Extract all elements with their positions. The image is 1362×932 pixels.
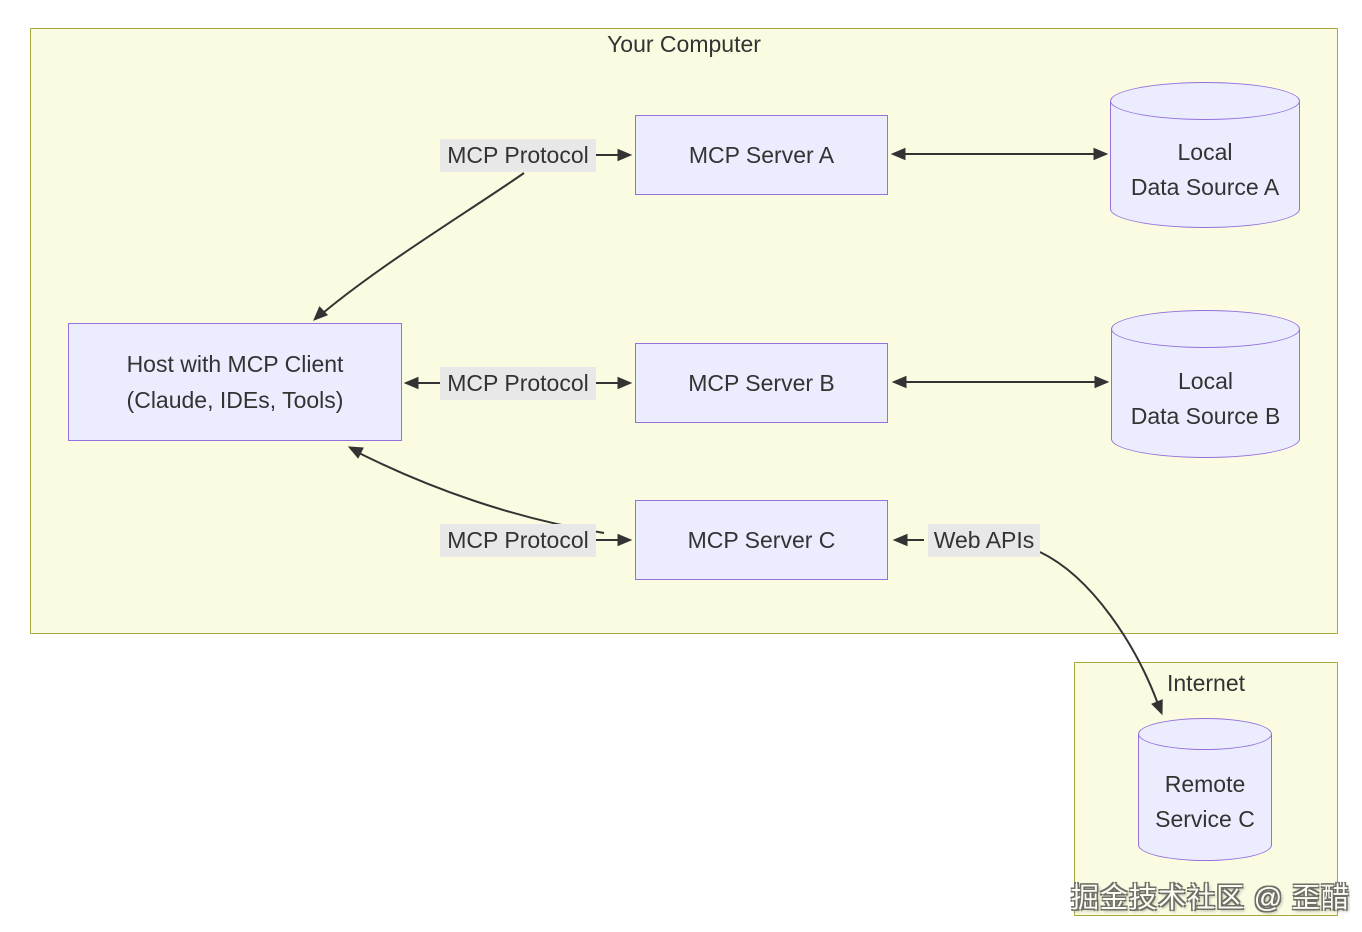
label-line1: Local: [1177, 139, 1233, 165]
node-host: Host with MCP Client (Claude, IDEs, Tool…: [68, 323, 402, 441]
cluster-title-internet: Internet: [1167, 670, 1245, 696]
cylinder-local-data-source-a: Local Data Source A: [1110, 82, 1300, 228]
label-line2: Data Source A: [1130, 174, 1280, 200]
node-host-line2: (Claude, IDEs, Tools): [126, 387, 344, 413]
node-mcp-server-b: MCP Server B: [635, 343, 888, 423]
node-mcp-server-a: MCP Server A: [635, 115, 888, 195]
edge-label-mcp-protocol-c: MCP Protocol: [440, 524, 596, 557]
edge-label-web-apis: Web APIs: [928, 524, 1040, 557]
label-line2: Service C: [1155, 805, 1255, 832]
node-host-line1: Host with MCP Client: [126, 351, 344, 377]
watermark-text: 掘金技术社区 @ 歪醋: [1071, 882, 1350, 913]
label-line1: Local: [1178, 368, 1233, 394]
cylinder-top-ellipse: [1138, 718, 1272, 750]
cylinder-remote-service-c: Remote Service C: [1138, 718, 1272, 861]
cylinder-remote-service-c-label: Remote Service C: [1138, 750, 1272, 853]
cylinder-top-ellipse: [1110, 82, 1300, 120]
cylinder-body: [1138, 734, 1272, 845]
edge-label-mcp-protocol-a: MCP Protocol: [440, 139, 596, 172]
node-mcp-server-a-label: MCP Server A: [688, 142, 835, 168]
node-mcp-server-c: MCP Server C: [635, 500, 888, 580]
label-line2: Data Source B: [1130, 403, 1281, 429]
cluster-title-your-computer: Your Computer: [607, 31, 761, 57]
cylinder-local-data-source-b-label: Local Data Source B: [1111, 348, 1300, 450]
node-mcp-server-c-label: MCP Server C: [687, 527, 836, 553]
cylinder-body: [1111, 329, 1300, 439]
node-mcp-server-b-label: MCP Server B: [688, 370, 835, 396]
cylinder-top-ellipse: [1111, 310, 1300, 348]
cylinder-local-data-source-b: Local Data Source B: [1111, 310, 1300, 458]
edge-label-mcp-protocol-b: MCP Protocol: [440, 367, 596, 400]
cylinder-local-data-source-a-label: Local Data Source A: [1110, 120, 1300, 220]
label-line1: Remote: [1164, 770, 1246, 797]
